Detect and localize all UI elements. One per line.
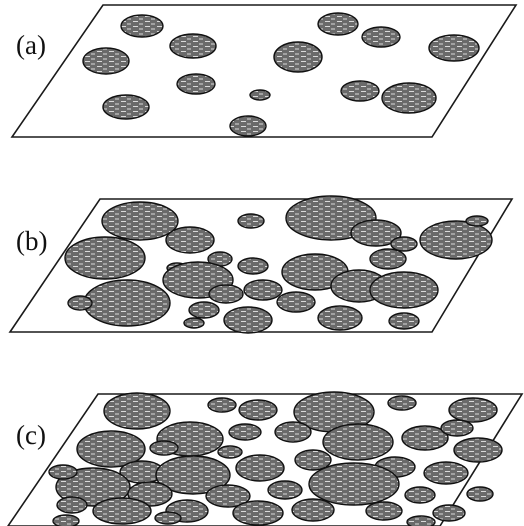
- grain-b-5: [237, 213, 265, 229]
- grain-b-21: [208, 284, 244, 304]
- panel-c: (c): [7, 391, 524, 526]
- grain-c-1: [103, 392, 171, 430]
- grain-c-29: [466, 486, 494, 502]
- grain-a-2: [317, 12, 359, 36]
- grain-b-8: [419, 220, 493, 260]
- grain-b-9: [390, 236, 418, 252]
- grain-c-3: [207, 397, 237, 413]
- grain-c-12: [401, 425, 449, 451]
- grain-b-26: [388, 312, 420, 330]
- grain-a-7: [82, 47, 130, 75]
- grain-c-25: [205, 484, 251, 508]
- grain-a-6: [428, 34, 480, 62]
- grain-b-13: [83, 279, 171, 327]
- grain-c-30: [48, 464, 78, 480]
- grains-c: [48, 391, 503, 526]
- grain-b-23: [188, 301, 220, 319]
- grain-c-14: [453, 437, 503, 463]
- grain-c-15: [149, 440, 179, 456]
- grain-c-11: [322, 423, 394, 461]
- grain-c-10: [274, 421, 312, 443]
- grain-b-11: [465, 215, 489, 227]
- grain-b-7: [350, 219, 402, 247]
- grain-c-5: [387, 395, 417, 411]
- grain-c-18: [155, 455, 231, 495]
- grain-a-4: [273, 41, 323, 73]
- grain-c-37: [432, 504, 466, 522]
- grain-b-24: [183, 317, 205, 329]
- panel-b-label: (b): [16, 226, 47, 256]
- grain-a-11: [102, 94, 150, 120]
- grain-c-26: [267, 480, 303, 500]
- grain-a-1: [120, 14, 164, 38]
- grain-a-3: [169, 33, 217, 59]
- grain-b-3: [64, 236, 146, 280]
- grain-b-2: [101, 201, 179, 241]
- panel-a-label: (a): [16, 30, 46, 60]
- grain-b-15: [237, 257, 269, 275]
- plane-a: [10, 4, 518, 138]
- grain-c-28: [404, 486, 436, 504]
- grain-c-32: [92, 497, 152, 525]
- grain-c-31: [56, 496, 88, 514]
- grain-a-9: [340, 80, 380, 102]
- grain-a-8: [176, 73, 216, 95]
- grains-b: [64, 195, 493, 334]
- grain-b-25: [317, 305, 363, 331]
- grain-c-7: [76, 430, 146, 468]
- panel-a: (a): [10, 4, 518, 138]
- grain-b-4: [165, 226, 215, 254]
- grain-c-40: [406, 515, 436, 526]
- grain-c-22: [423, 461, 469, 485]
- grain-c-27: [308, 462, 400, 506]
- grain-a-5: [361, 26, 401, 48]
- grain-a-10: [381, 82, 437, 114]
- grain-c-6: [448, 397, 498, 423]
- grain-b-27: [67, 295, 93, 311]
- grains-a: [82, 12, 480, 137]
- grain-c-16: [217, 445, 243, 459]
- panel-c-label: (c): [16, 420, 46, 450]
- grain-c-34: [232, 500, 284, 526]
- grain-c-35: [291, 498, 335, 522]
- grain-c-9: [228, 423, 262, 441]
- grain-a-12: [249, 89, 271, 101]
- grain-c-19: [235, 454, 285, 482]
- panel-b: (b): [8, 195, 514, 334]
- grain-c-20: [294, 449, 332, 471]
- grain-b-17: [243, 279, 283, 301]
- grain-b-22: [223, 306, 273, 334]
- grain-a-13: [229, 115, 267, 137]
- grain-c-39: [154, 511, 182, 525]
- grain-c-13: [440, 419, 474, 437]
- grain-c-36: [365, 501, 403, 521]
- grain-b-20: [276, 291, 316, 313]
- grain-c-38: [52, 514, 80, 526]
- grain-b-10: [369, 248, 407, 270]
- grain-b-19: [369, 271, 439, 309]
- grain-c-4: [238, 399, 278, 421]
